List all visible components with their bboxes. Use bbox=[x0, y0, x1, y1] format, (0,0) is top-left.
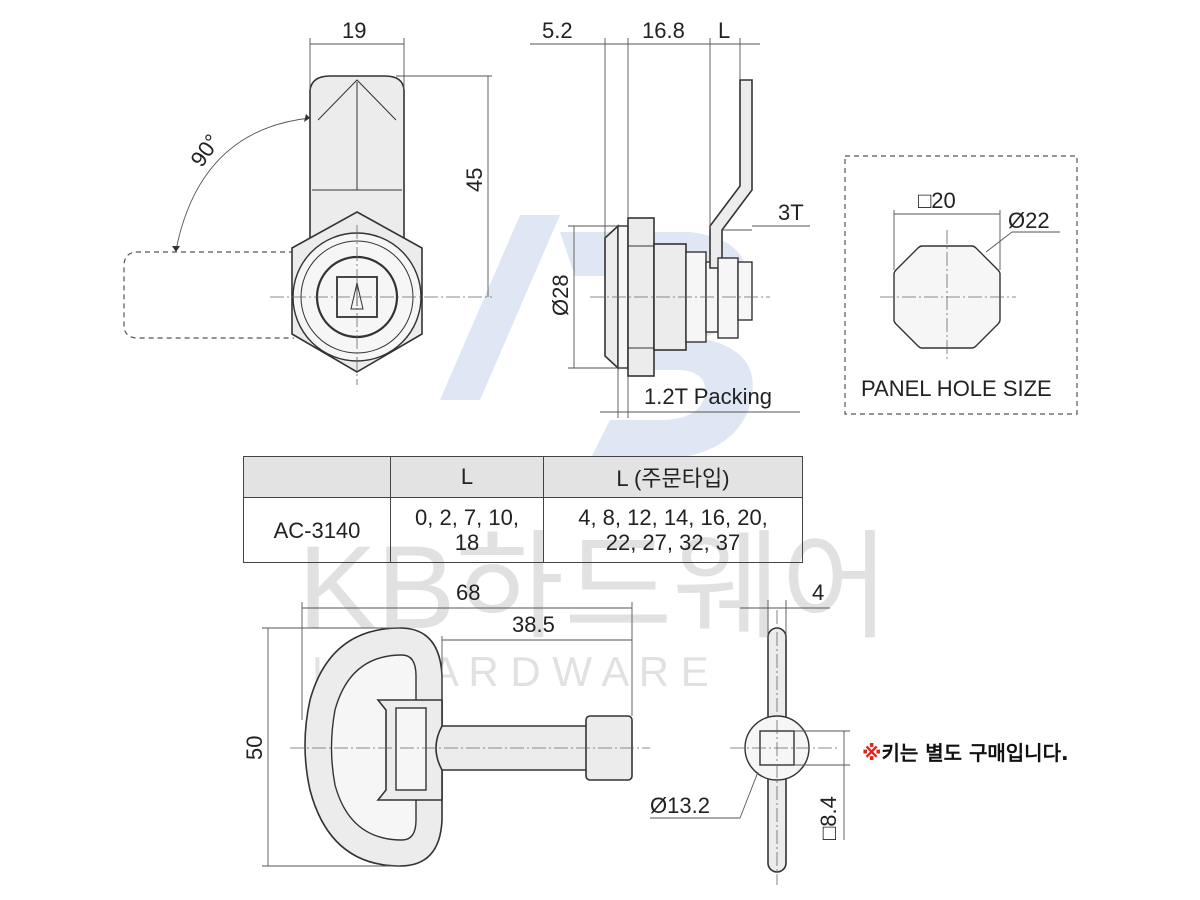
dim-height-45: 45 bbox=[462, 168, 487, 192]
cell-order-line2: 22, 27, 32, 37 bbox=[605, 530, 741, 555]
header-l: L bbox=[390, 456, 544, 498]
key-end-view: 4 Ø13.2 □8.4 bbox=[650, 580, 850, 885]
cell-l-line2: 18 bbox=[454, 530, 480, 555]
cell-order-values: 4, 8, 12, 14, 16, 20, 22, 27, 32, 37 bbox=[543, 497, 803, 563]
kb-logo-watermark bbox=[440, 215, 753, 460]
dim-dia-28: Ø28 bbox=[548, 274, 573, 316]
panel-hole-box: □20 Ø22 PANEL HOLE SIZE bbox=[844, 155, 1078, 415]
key-view: 68 38.5 50 bbox=[242, 580, 650, 867]
cell-l-values: 0, 2, 7, 10, 18 bbox=[390, 497, 544, 563]
panel-square-20: □20 bbox=[918, 188, 956, 213]
spec-table-header: L L (주문타입) bbox=[243, 456, 803, 498]
rotated-lever-outline bbox=[123, 251, 294, 339]
rotation-arc bbox=[175, 117, 311, 251]
cell-order-line1: 4, 8, 12, 14, 16, 20, bbox=[578, 505, 768, 530]
angle-label: 90° bbox=[185, 130, 225, 172]
panel-hole-caption: PANEL HOLE SIZE bbox=[861, 376, 1052, 401]
dim-16-8: 16.8 bbox=[642, 18, 685, 43]
spec-table: L L (주문타입) AC-3140 0, 2, 7, 10, 18 4, 8,… bbox=[243, 456, 803, 563]
dim-key-38-5: 38.5 bbox=[512, 612, 555, 637]
key-sold-separately-note: ※키는 별도 구매입니다. bbox=[862, 737, 1069, 766]
panel-hole-frame bbox=[844, 155, 1078, 415]
panel-dia-22: Ø22 bbox=[1008, 208, 1050, 233]
dim-bow-dia-13-2: Ø13.2 bbox=[650, 793, 710, 818]
dim-key-50: 50 bbox=[242, 736, 267, 760]
header-l-order: L (주문타입) bbox=[543, 456, 803, 498]
dim-thickness-4: 4 bbox=[812, 580, 824, 605]
header-blank bbox=[243, 456, 391, 498]
table-row: AC-3140 0, 2, 7, 10, 18 4, 8, 12, 14, 16… bbox=[243, 497, 803, 563]
cell-l-line1: 0, 2, 7, 10, bbox=[415, 505, 519, 530]
dim-5-2: 5.2 bbox=[542, 18, 573, 43]
dim-square-8-4: □8.4 bbox=[816, 796, 841, 840]
note-mark: ※ bbox=[862, 741, 882, 765]
dim-width-19: 19 bbox=[342, 18, 366, 43]
front-view: 90° 19 45 bbox=[123, 18, 492, 385]
side-view: 5.2 16.8 L 3T Ø28 1.2T Packing bbox=[530, 18, 810, 418]
dim-3T: 3T bbox=[778, 200, 804, 225]
note-text: 키는 별도 구매입니다. bbox=[881, 741, 1069, 765]
dim-key-68: 68 bbox=[456, 580, 480, 605]
screw-side bbox=[737, 261, 753, 321]
packing-label: 1.2T Packing bbox=[644, 384, 772, 409]
cell-model: AC-3140 bbox=[243, 497, 391, 563]
dim-L: L bbox=[718, 18, 730, 43]
cam-lever-side bbox=[709, 79, 753, 269]
spec-table-wrap: L L (주문타입) AC-3140 0, 2, 7, 10, 18 4, 8,… bbox=[243, 456, 803, 563]
